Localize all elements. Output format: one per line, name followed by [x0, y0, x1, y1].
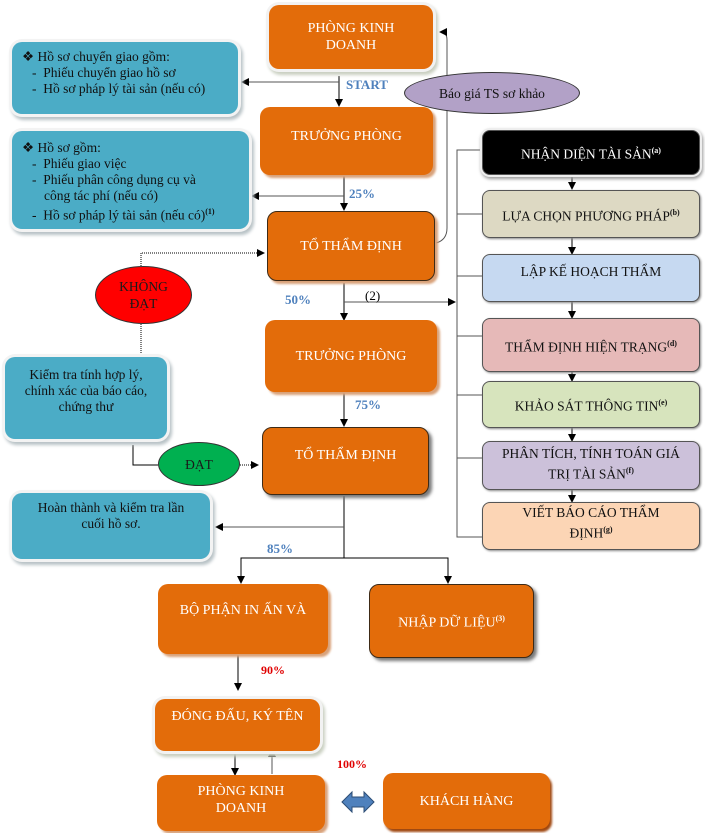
note-title: Hồ sơ chuyển giao gồm:: [37, 49, 170, 64]
decision-text: KHÔNG: [119, 279, 168, 294]
note-item: Hồ sơ pháp lý tài sản (nếu có): [43, 81, 206, 96]
step-nhan-dien: NHẬN DIỆN TÀI SẢN(a): [482, 130, 700, 175]
node-khach-hang: KHÁCH HÀNG: [383, 773, 550, 829]
node-text: TRƯỞNG PHÒNG: [291, 128, 402, 144]
footnote-mark: (b): [669, 207, 680, 217]
bullet-icon: ❖: [22, 140, 35, 155]
note-item: công tác phí (nếu có): [44, 188, 158, 203]
step-text: KHẢO SÁT THÔNG TIN: [514, 398, 659, 414]
note-text: chứng thư: [58, 399, 114, 414]
note-ho-so: ❖ Hồ sơ gồm: - Phiếu giao việc - Phiếu p…: [12, 131, 249, 229]
progress-start: START: [346, 77, 388, 92]
step-lap-ke-hoach: LẬP KẾ HOẠCH THẨM: [482, 254, 700, 302]
progress-50: 50%: [285, 292, 311, 307]
step-text: ĐỊNH: [569, 525, 604, 541]
branch-2-label: (2): [365, 288, 381, 303]
node-text: ĐÓNG ĐẤU, KÝ TÊN: [171, 708, 304, 724]
decision-text: ĐẠT: [129, 296, 158, 311]
progress-100: 100%: [337, 757, 367, 771]
node-text: TRƯỞNG PHÒNG: [295, 348, 407, 364]
note-text: Kiểm tra tính hợp lý,: [29, 367, 143, 382]
note-kiem-tra: Kiểm tra tính hợp lý, chính xác của báo …: [5, 357, 167, 439]
node-phong-kinh-doanh-top: PHÒNG KINH DOANH: [269, 5, 433, 69]
progress-90: 90%: [261, 663, 285, 677]
footnote-mark: (e): [658, 398, 668, 408]
note-text: Hoàn thành và kiểm tra lần: [37, 500, 185, 515]
note-text: chính xác của báo cáo,: [24, 383, 148, 398]
step-viet-bao-cao: VIẾT BÁO CÁO THẨM ĐỊNH(g): [482, 502, 700, 550]
node-text: PHÒNG KINH: [197, 784, 285, 799]
node-text: NHẬP DỮ LIỆU: [398, 615, 496, 631]
step-tham-dinh-hien-trang: THẨM ĐỊNH HIỆN TRẠNG(d): [482, 318, 700, 372]
node-dong-dau: ĐÓNG ĐẤU, KÝ TÊN: [155, 699, 320, 751]
note-item: Phiếu chuyển giao hồ sơ: [43, 65, 176, 80]
step-phan-tich: PHÂN TÍCH, TÍNH TOÁN GIÁ TRỊ TÀI SẢN(f): [482, 441, 700, 490]
footnote-mark: (d): [667, 338, 677, 348]
note-item: Phiếu phân công dụng cụ và: [43, 172, 196, 187]
step-lua-chon: LỰA CHỌN PHƯƠNG PHÁP(b): [482, 190, 700, 238]
node-text: BỘ PHẬN IN ẤN VÀ: [179, 602, 307, 618]
note-text: cuối hồ sơ.: [81, 516, 141, 531]
note-chuyen-giao: ❖ Hồ sơ chuyển giao gồm: - Phiếu chuyển …: [12, 42, 238, 114]
step-text: TRỊ TÀI SẢN: [548, 466, 626, 482]
decision-dat: ĐẠT: [158, 442, 240, 486]
line-bao-gia: [435, 28, 448, 244]
note-item: Phiếu giao việc: [43, 156, 127, 171]
footnote-mark: (f): [625, 465, 634, 475]
node-nhap-du-lieu: NHẬP DỮ LIỆU(3): [369, 584, 534, 658]
decision-text: ĐẠT: [185, 456, 213, 472]
footnote-mark: (a): [651, 146, 661, 156]
double-arrow-icon: [341, 790, 375, 814]
line-dat: [132, 445, 158, 466]
step-text: THẨM ĐỊNH HIỆN TRẠNG: [505, 339, 668, 355]
note-hoan-thanh: Hoàn thành và kiểm tra lần cuối hồ sơ.: [12, 493, 210, 559]
bao-gia-text: Báo giá TS sơ khảo: [439, 85, 545, 101]
progress-75: 75%: [355, 397, 381, 412]
node-truong-phong-2: TRƯỞNG PHÒNG: [265, 320, 437, 392]
line-khong-dat: [140, 249, 265, 272]
node-text: DOANH: [215, 801, 267, 816]
progress-25: 25%: [349, 186, 375, 201]
step-text: LẬP KẾ HOẠCH THẨM: [520, 263, 662, 279]
step-khao-sat: KHẢO SÁT THÔNG TIN(e): [482, 381, 700, 428]
node-to-tham-dinh-1: TỔ THẨM ĐỊNH: [267, 211, 435, 281]
node-to-tham-dinh-2: TỔ THẨM ĐỊNH: [262, 427, 429, 495]
note-title: Hồ sơ gồm:: [37, 140, 101, 155]
node-text: PHÒNG KINH: [307, 21, 395, 36]
step-text: VIẾT BÁO CÁO THẨM: [522, 505, 660, 521]
step-text: LỰA CHỌN PHƯƠNG PHÁP: [502, 208, 670, 224]
node-text: TỔ THẨM ĐỊNH: [294, 447, 397, 463]
footnote-mark: (g): [603, 525, 613, 535]
decision-khong-dat: KHÔNG ĐẠT: [95, 266, 192, 324]
node-text: KHÁCH HÀNG: [419, 793, 514, 809]
arrow-nhap-du-lieu: [344, 557, 452, 584]
node-bo-phan-in-an: BỘ PHẬN IN ẤN VÀ: [158, 584, 328, 654]
bao-gia-ellipse: Báo giá TS sơ khảo: [404, 72, 580, 114]
step-text: NHẬN DIỆN TÀI SẢN: [521, 146, 652, 162]
node-truong-phong-1: TRƯỞNG PHÒNG: [260, 107, 433, 175]
bullet-icon: ❖: [22, 49, 35, 64]
footnote-mark: (3): [495, 614, 505, 624]
arrow-in-an: [237, 557, 344, 584]
node-text: TỔ THẨM ĐỊNH: [300, 238, 402, 254]
node-text: DOANH: [325, 38, 377, 53]
progress-85: 85%: [267, 541, 293, 556]
node-phong-kinh-doanh-bottom: PHÒNG KINH DOANH: [157, 775, 325, 831]
footnote-mark: (1): [205, 207, 215, 216]
steps-bracket: [456, 149, 482, 538]
note-item: Hồ sơ pháp lý tài sản (nếu có): [43, 207, 206, 223]
step-text: PHÂN TÍCH, TÍNH TOÁN GIÁ: [502, 445, 680, 461]
